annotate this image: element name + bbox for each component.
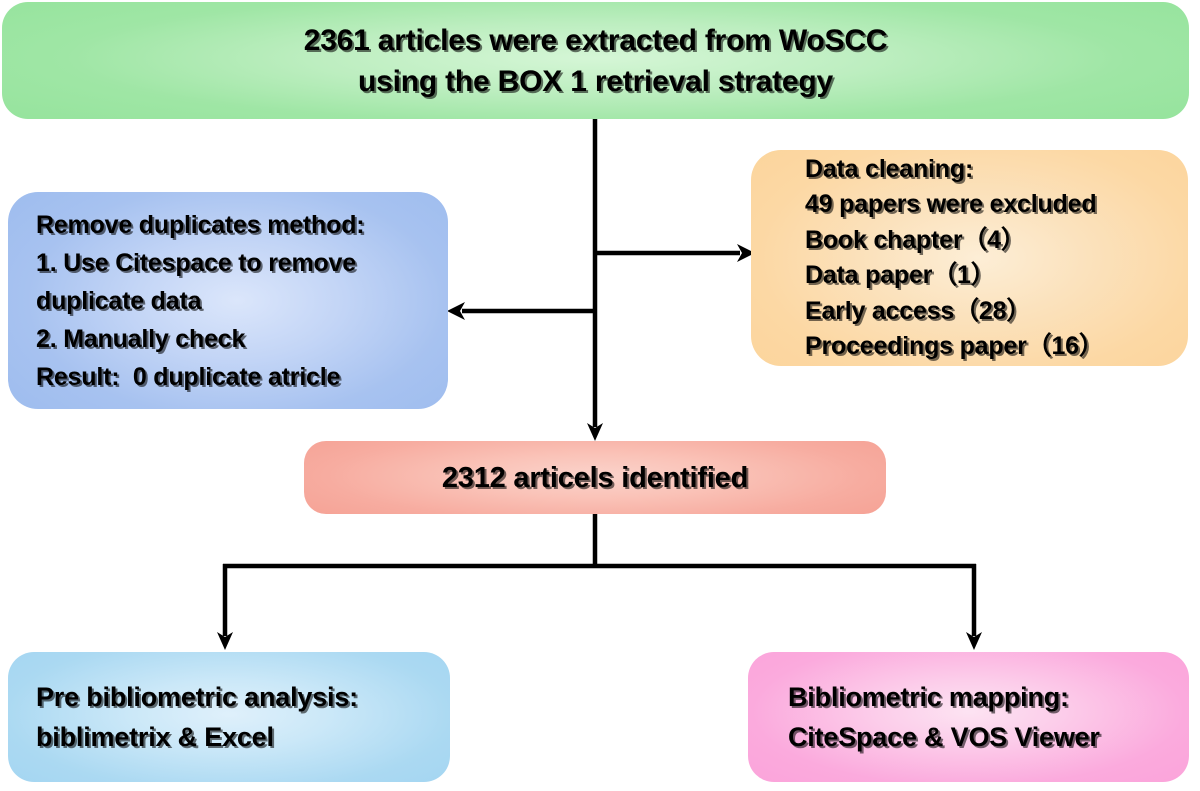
node-identified-line-1: 2312 articels identified bbox=[441, 461, 749, 494]
node-cleaning-line-1: Data cleaning: bbox=[805, 154, 974, 183]
node-source-line-2: using the BOX 1 retrieval strategy bbox=[357, 64, 834, 98]
node-mapping-line-2: CiteSpace & VOS Viewer bbox=[788, 722, 1100, 752]
node-prebiblio-line-2: biblimetrix & Excel bbox=[36, 722, 274, 752]
node-cleaning-line-2: 49 papers were excluded bbox=[805, 190, 1097, 218]
edge-source-to-identified bbox=[587, 119, 603, 441]
edge-identified-to-mapping bbox=[966, 564, 982, 650]
edge-identified-to-prebiblio bbox=[217, 514, 976, 650]
node-dedup-line-1: Remove duplicates method: bbox=[36, 210, 365, 239]
node-data-cleaning: Data cleaning: 49 papers were excluded B… bbox=[751, 150, 1188, 366]
node-cleaning-line-3: Book chapter（4） bbox=[805, 225, 1026, 254]
node-pre-bibliometric-analysis: Pre bibliometric analysis: biblimetrix &… bbox=[8, 652, 450, 782]
edge-trunk-to-dedup bbox=[447, 302, 595, 320]
node-dedup-line-2: 1. Use Citespace to remove bbox=[36, 248, 356, 277]
node-articles-identified: 2312 articels identified bbox=[304, 441, 886, 514]
node-dedup-line-4: 2. Manually check bbox=[36, 324, 246, 353]
node-prebiblio-line-1: Pre bibliometric analysis: bbox=[36, 682, 358, 712]
node-dedup-line-3: duplicate data bbox=[36, 286, 202, 315]
node-cleaning-line-4: Data paper（1） bbox=[805, 261, 996, 289]
node-cleaning-line-5: Early access（28） bbox=[805, 296, 1032, 325]
node-bibliometric-mapping: Bibliometric mapping: CiteSpace & VOS Vi… bbox=[748, 652, 1189, 782]
node-cleaning-line-6: Proceedings paper（16） bbox=[805, 332, 1104, 360]
node-source-articles: 2361 articles were extracted from WoSCC … bbox=[2, 2, 1189, 119]
node-mapping-line-1: Bibliometric mapping: bbox=[788, 682, 1069, 712]
node-remove-duplicates: Remove duplicates method: 1. Use Citespa… bbox=[8, 192, 448, 409]
node-source-line-1: 2361 articles were extracted from WoSCC bbox=[303, 23, 888, 57]
node-dedup-line-5: Result: 0 duplicate atricle bbox=[36, 362, 341, 391]
edge-trunk-to-cleaning bbox=[595, 244, 755, 262]
